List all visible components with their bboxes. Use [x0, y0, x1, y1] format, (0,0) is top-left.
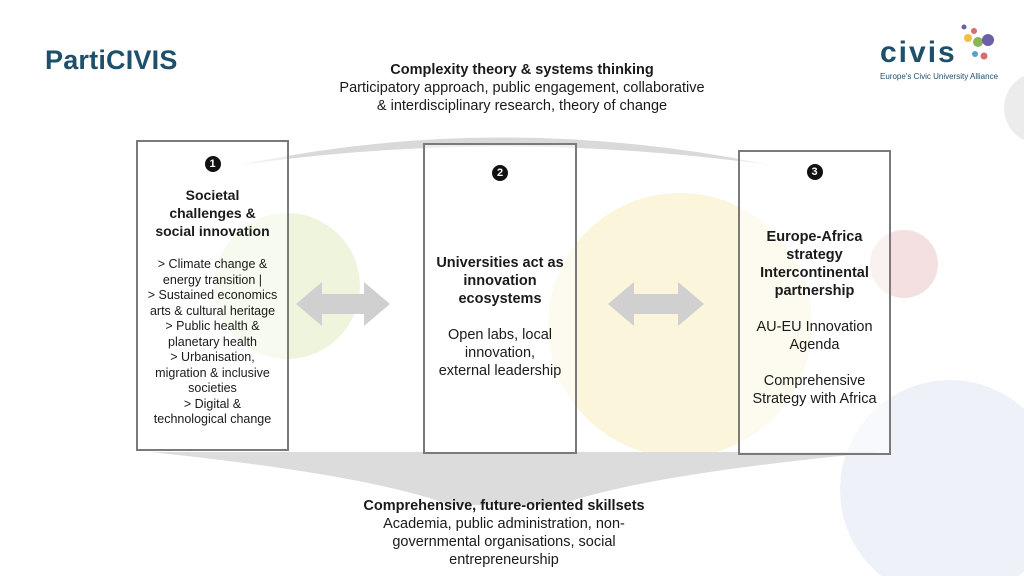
box-body-line: Strategy with Africa: [752, 391, 877, 407]
box-body-line: AU-EU Innovation: [756, 319, 873, 335]
logo-dot: [961, 24, 967, 30]
box-title: Universities act as innovation ecosystem…: [425, 254, 575, 308]
box-body-line: Comprehensive: [763, 373, 866, 389]
list-item: societies: [188, 381, 237, 395]
box-title-line: Societal: [185, 187, 240, 203]
number-badge: 1: [204, 156, 221, 172]
list-item: technological change: [153, 412, 272, 426]
list-item: > Public health &: [165, 319, 260, 333]
logo-dot: [982, 34, 994, 46]
box-body-line: innovation,: [464, 345, 536, 361]
box-title: Europe-Africa strategy Intercontinental …: [740, 228, 889, 300]
bottom-line: governmental organisations, social: [392, 534, 616, 550]
box-body-line: Open labs, local: [448, 327, 552, 343]
box-title-line: innovation: [463, 273, 537, 289]
box-title-line: strategy: [786, 247, 843, 263]
box-societal-challenges: 1 Societal challenges & social innovatio…: [136, 140, 289, 451]
logo-dot: [971, 28, 977, 34]
box-title-line: challenges &: [169, 205, 256, 221]
box-body-line: Agenda: [789, 337, 840, 353]
box-body: Comprehensive Strategy with Africa: [740, 372, 889, 408]
list-item: > Climate change &: [157, 257, 268, 271]
box-title-line: Intercontinental: [760, 265, 869, 281]
box-europe-africa: 3 Europe-Africa strategy Intercontinenta…: [738, 150, 891, 455]
logo-dot: [973, 37, 983, 47]
top-line: & interdisciplinary research, theory of …: [376, 98, 668, 114]
box-title-line: social innovation: [155, 223, 270, 239]
logo-subtitle: Europe's Civic University Alliance: [880, 72, 999, 81]
page-title: PartiCIVIS: [45, 45, 178, 75]
box-universities: 2 Universities act as innovation ecosyst…: [423, 143, 577, 454]
top-line: Participatory approach, public engagemen…: [339, 80, 705, 96]
logo-dot: [964, 34, 972, 42]
list-item: > Urbanisation,: [170, 350, 255, 364]
bottom-heading: Comprehensive, future-oriented skillsets: [363, 498, 645, 514]
list-item: planetary health: [168, 334, 257, 349]
bottom-text-block: Comprehensive, future-oriented skillsets…: [304, 497, 704, 569]
double-arrow-right: [608, 282, 704, 326]
bg-circle-gray: [1004, 75, 1024, 141]
box-body-line: external leadership: [438, 363, 562, 379]
box-title-line: Universities act as: [436, 255, 564, 271]
double-arrow-left: [296, 282, 390, 326]
list-item: > Digital &: [183, 396, 242, 411]
civis-logo: civis: [880, 36, 957, 69]
top-heading: Complexity theory & systems thinking: [390, 62, 654, 78]
top-arc: [240, 137, 770, 165]
box-body: AU-EU Innovation Agenda: [740, 318, 889, 354]
list-item: > Sustained economics: [147, 288, 278, 302]
list-item: arts & cultural heritage: [149, 303, 276, 318]
box-body: Open labs, local innovation, external le…: [425, 326, 575, 380]
list-item: migration & inclusive: [155, 365, 270, 380]
bottom-line: Academia, public administration, non-: [383, 516, 625, 532]
box-title-line: partnership: [774, 283, 855, 299]
box-title: Societal challenges & social innovation: [138, 186, 287, 240]
challenge-list: > Climate change & energy transition | >…: [138, 257, 287, 428]
number-badge: 2: [492, 165, 508, 181]
logo-dot: [972, 51, 978, 57]
logo-dot: [980, 52, 988, 60]
box-title-line: ecosystems: [458, 291, 542, 307]
number-badge: 3: [806, 164, 823, 180]
list-item: energy transition |: [162, 272, 263, 287]
bottom-funnel: [150, 452, 880, 505]
top-text-block: Complexity theory & systems thinking Par…: [262, 61, 782, 115]
bottom-line: entrepreneurship: [449, 552, 559, 568]
box-title-line: Europe-Africa: [766, 229, 863, 245]
